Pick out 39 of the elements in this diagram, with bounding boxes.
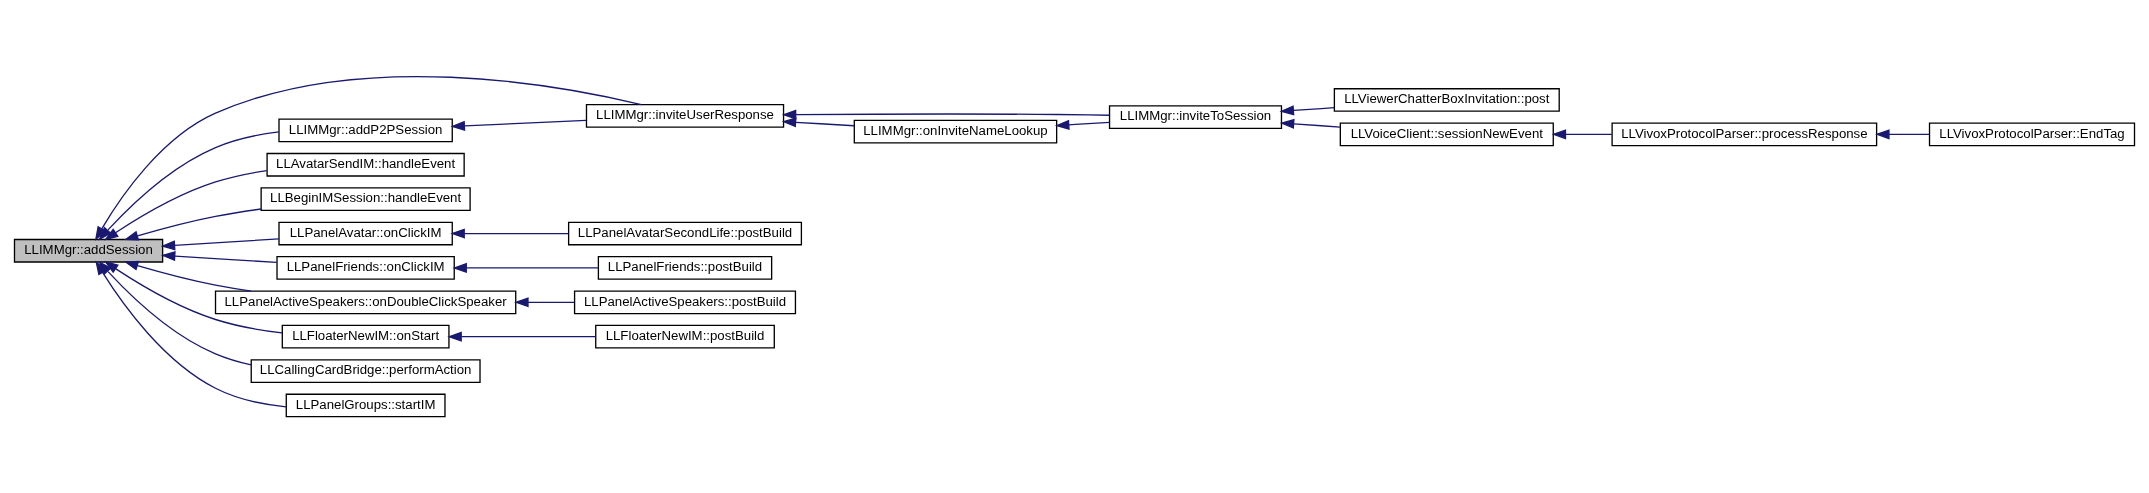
- node-box: LLAvatarSendIM::handleEvent: [266, 152, 465, 177]
- arrow: [781, 109, 1111, 120]
- arrow: [1279, 105, 1335, 116]
- arrow: [447, 331, 597, 342]
- arrow: [450, 228, 570, 239]
- arrow: [452, 262, 599, 273]
- node-box: LLVivoxProtocolParser::EndTag: [1928, 122, 2136, 147]
- arrow: [1279, 118, 1341, 129]
- arrow: [1054, 119, 1111, 130]
- node-box: LLIMMgr::onInviteNameLookup: [853, 119, 1058, 144]
- node-box: LLVivoxProtocolParser::processResponse: [1611, 122, 1878, 147]
- arrow: [781, 117, 855, 128]
- arrow: [450, 119, 587, 131]
- arrow: [1875, 129, 1931, 140]
- arrow: [103, 169, 268, 241]
- node-box: LLIMMgr::addSession: [13, 238, 164, 263]
- node-box: LLVoiceClient::sessionNewEvent: [1339, 122, 1554, 147]
- arrow: [123, 260, 252, 292]
- node-box: LLPanelGroups::startIM: [285, 393, 446, 418]
- node-box: LLIMMgr::inviteUserResponse: [585, 103, 785, 128]
- node-box: LLPanelActiveSpeakers::onDoubleClickSpeaker: [214, 290, 517, 315]
- node-box: LLFloaterNewIM::onStart: [281, 324, 450, 349]
- arrow: [123, 208, 262, 241]
- node-box: LLFloaterNewIM::postBuild: [595, 324, 775, 349]
- node-box: LLIMMgr::addP2PSession: [278, 118, 453, 143]
- arrow: [160, 251, 278, 264]
- arrow: [160, 238, 280, 251]
- node-box: LLPanelFriends::postBuild: [597, 256, 773, 280]
- node-box: LLPanelFriends::onClickIM: [276, 256, 455, 280]
- node-box: LLPanelAvatar::onClickIM: [278, 221, 453, 246]
- node-box: LLPanelActiveSpeakers::postBuild: [573, 290, 797, 315]
- arrow: [1551, 129, 1613, 140]
- node-box: LLViewerChatterBoxInvitation::post: [1333, 88, 1560, 112]
- node-box: LLBeginIMSession::handleEvent: [260, 187, 471, 212]
- arrow: [514, 297, 575, 308]
- arrow: [103, 260, 283, 334]
- node-box: LLIMMgr::inviteToSession: [1108, 105, 1283, 130]
- node-box: LLCallingCardBridge::performAction: [250, 359, 481, 383]
- node-box: LLPanelAvatarSecondLife::postBuild: [567, 221, 803, 246]
